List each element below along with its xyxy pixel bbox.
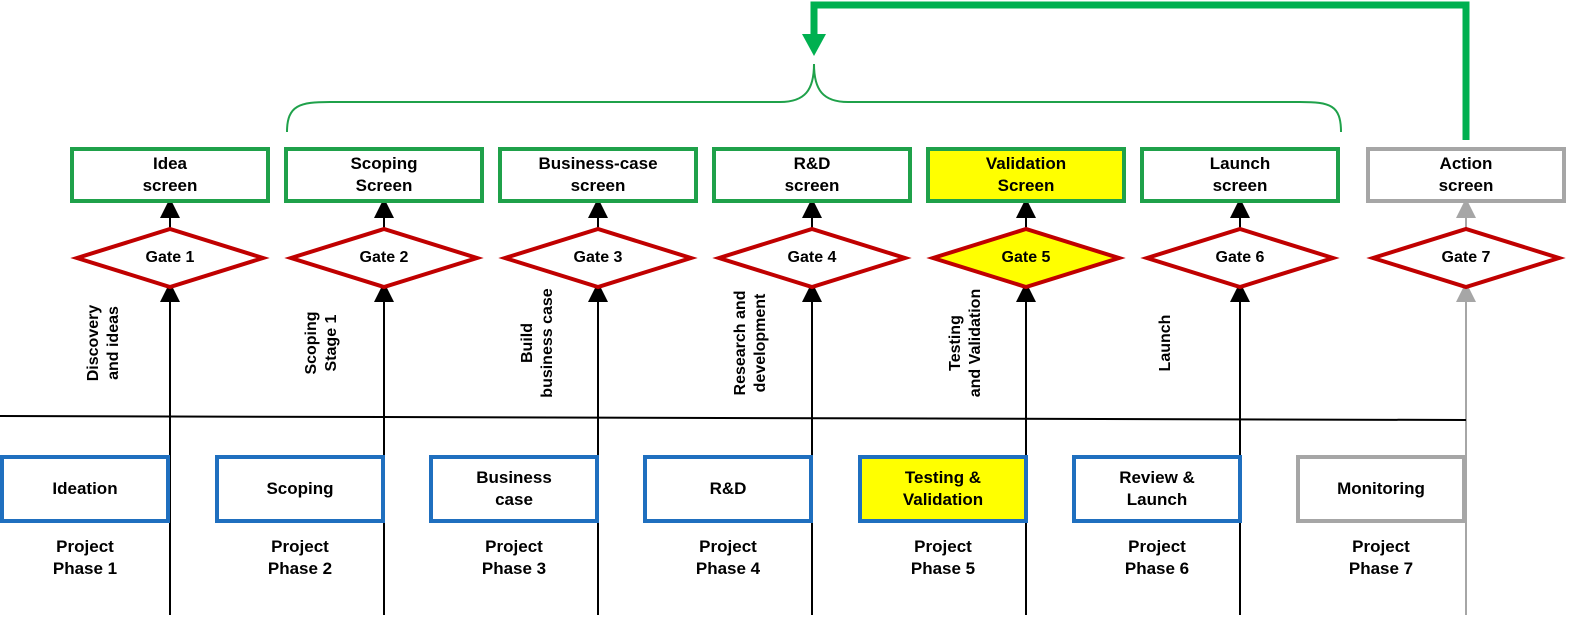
gate-label-1: Gate 1 <box>145 249 195 266</box>
phase-label: Monitoring <box>1337 479 1425 498</box>
gate-label-3: Gate 3 <box>573 249 623 266</box>
phase-caption-2: Project Phase 2 <box>267 537 333 578</box>
gate-label-5: Gate 5 <box>1001 249 1051 266</box>
screen-label: Validation Screen <box>985 154 1067 195</box>
stage-label-3: Build business case <box>519 288 556 398</box>
phase-box-3: Business case <box>429 455 599 523</box>
phase-label: Ideation <box>52 479 118 498</box>
phase-caption-1: Project Phase 1 <box>52 537 118 578</box>
gate-label-7: Gate 7 <box>1441 249 1491 266</box>
gate-diamond-4 <box>712 226 912 290</box>
stage-label-6: Launch <box>1157 314 1174 372</box>
divider-line <box>0 415 1467 421</box>
phase-label: Scoping <box>266 479 334 498</box>
feedback-arrow <box>810 1 1470 140</box>
phase-box-6: Review & Launch <box>1072 455 1242 523</box>
phase-caption-4: Project Phase 4 <box>695 537 761 578</box>
gate-diamond-2 <box>284 226 484 290</box>
gate-diamond-7 <box>1366 226 1566 290</box>
screens-brace <box>286 63 1342 133</box>
screen-label: Launch screen <box>1209 154 1271 195</box>
phase-box-1: Ideation <box>0 455 170 523</box>
phase-box-5: Testing & Validation <box>858 455 1028 523</box>
screen-box-3: Business-case screen <box>498 147 698 203</box>
stage-label-2: Scoping Stage 1 <box>303 311 340 375</box>
screen-box-2: Scoping Screen <box>284 147 484 203</box>
phase-caption-6: Project Phase 6 <box>1124 537 1190 578</box>
gate-diamond-6 <box>1140 226 1340 290</box>
screen-label: Action screen <box>1438 154 1494 195</box>
gate-diamond-3 <box>498 226 698 290</box>
gate-diamond-5 <box>926 226 1126 290</box>
connectors-layer <box>160 198 1476 615</box>
screen-label: Idea screen <box>142 154 198 195</box>
gate-label-4: Gate 4 <box>787 249 837 266</box>
screen-box-6: Launch screen <box>1140 147 1340 203</box>
screen-label: Business-case screen <box>538 154 658 195</box>
stage-label-1: Discovery and ideas <box>85 304 122 382</box>
phase-label: Testing & Validation <box>902 468 984 509</box>
phase-label: Review & Launch <box>1119 468 1195 509</box>
gate-label-6: Gate 6 <box>1215 249 1265 266</box>
gate-diamond-1 <box>70 226 270 290</box>
phase-caption-3: Project Phase 3 <box>481 537 547 578</box>
screen-box-1: Idea screen <box>70 147 270 203</box>
stage-label-4: Research and development <box>732 290 769 396</box>
screen-box-4: R&D screen <box>712 147 912 203</box>
phase-label: R&D <box>709 479 747 498</box>
screen-label: Scoping Screen <box>350 154 418 195</box>
stage-label-5: Testing and Validation <box>947 288 984 398</box>
screen-label: R&D screen <box>784 154 840 195</box>
gate-label-2: Gate 2 <box>359 249 409 266</box>
phase-caption-5: Project Phase 5 <box>910 537 976 578</box>
gates-layer <box>70 226 1566 290</box>
phase-box-4: R&D <box>643 455 813 523</box>
phase-box-7: Monitoring <box>1296 455 1466 523</box>
phase-box-2: Scoping <box>215 455 385 523</box>
feedback-arrow-head <box>802 34 826 56</box>
phase-caption-7: Project Phase 7 <box>1348 537 1414 578</box>
screen-box-7: Action screen <box>1366 147 1566 203</box>
screen-box-5: Validation Screen <box>926 147 1126 203</box>
phase-label: Business case <box>476 468 552 509</box>
